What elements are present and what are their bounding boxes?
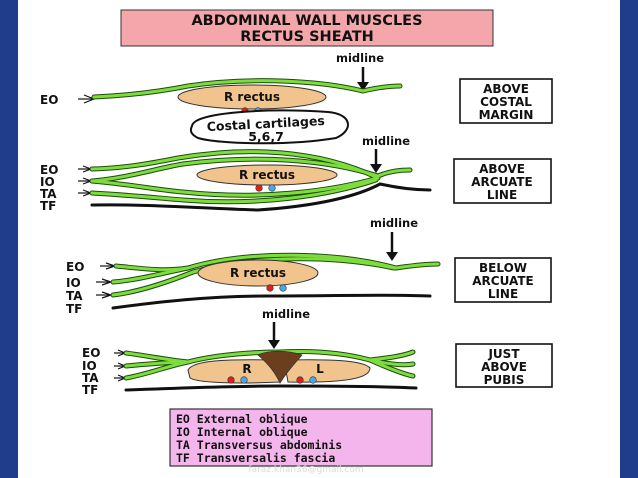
panel-above-arcuate-line: midline EO IO TA TF R rectus xyxy=(40,134,552,213)
rectus-muscle xyxy=(197,259,319,287)
midline-label: midline xyxy=(336,51,384,65)
midline-arrow xyxy=(268,322,280,349)
level-box-above-costal-margin: ABOVE COSTAL MARGIN xyxy=(459,78,553,124)
watermark: faraz.khan36@gmail.com xyxy=(248,465,363,475)
layer-label-eo: EO xyxy=(82,346,100,360)
panel-below-arcuate-line: midline EO IO TA TF R rectus BELO xyxy=(66,216,552,316)
midline-label: midline xyxy=(362,134,410,148)
layer-label-io: IO xyxy=(66,276,81,290)
level-line-2: ABOVE xyxy=(481,360,527,374)
panel-above-costal-margin: midline EO R rectus Costal cartilages 5,… xyxy=(40,51,553,145)
layer-label-ta: TA xyxy=(40,187,57,201)
layer-label-eo: EO xyxy=(66,260,84,274)
layer-label-ta: TA xyxy=(82,371,99,385)
epigastric-artery-left xyxy=(296,376,304,384)
level-line-2: ARCUATE xyxy=(471,175,532,189)
layer-label-io: IO xyxy=(82,359,97,373)
level-box-just-above-pubis: JUST ABOVE PUBIS xyxy=(455,343,553,388)
epigastric-vein xyxy=(268,184,276,192)
level-line-1: BELOW xyxy=(479,261,527,275)
layer-label-tf: TF xyxy=(82,383,98,397)
midline-arrow xyxy=(357,67,369,91)
rectus-label: R rectus xyxy=(239,168,295,182)
legend-item-eo: EO External oblique xyxy=(176,412,308,426)
rectus-muscle xyxy=(177,84,327,110)
title-line-2: RECTUS SHEATH xyxy=(240,29,373,45)
level-box-below-arcuate-line: BELOW ARCUATE LINE xyxy=(454,257,552,303)
layer-arrows xyxy=(114,349,127,382)
panel-just-above-pubis: midline EO IO TA TF xyxy=(82,307,553,397)
midline-arrow xyxy=(386,232,398,261)
layer-label-eo: EO xyxy=(40,163,58,177)
rectus-label: R rectus xyxy=(224,90,280,104)
legend-box: EO External oblique IO Internal oblique … xyxy=(169,408,433,475)
level-line-3: MARGIN xyxy=(479,108,534,122)
epigastric-artery-right xyxy=(227,376,235,384)
epigastric-artery xyxy=(266,284,274,292)
level-line-3: PUBIS xyxy=(484,373,525,387)
level-line-1: ABOVE xyxy=(479,162,525,176)
layer-label-ta: TA xyxy=(66,289,83,303)
midline-arrow xyxy=(370,149,382,173)
epigastric-artery xyxy=(255,184,263,192)
level-line-2: COSTAL xyxy=(480,95,532,109)
legend-item-ta: TA Transversus abdominis xyxy=(176,438,342,452)
layer-label-io: IO xyxy=(40,175,55,189)
legend-item-io: IO Internal oblique xyxy=(176,425,308,439)
legend-item-tf: TF Transversalis fascia xyxy=(176,451,335,465)
midline-label: midline xyxy=(370,216,418,230)
level-line-3: LINE xyxy=(487,188,517,202)
linea-alba xyxy=(257,350,303,384)
layer-label-tf: TF xyxy=(66,302,82,316)
epigastric-vein-right xyxy=(240,376,248,384)
epigastric-vein xyxy=(279,284,287,292)
midline-label: midline xyxy=(262,307,310,321)
layer-label-tf: TF xyxy=(40,199,56,213)
level-line-2: ARCUATE xyxy=(472,274,533,288)
layer-label-eo: EO xyxy=(40,93,58,107)
rectus-label-right: R xyxy=(242,362,251,376)
title-box: ABDOMINAL WALL MUSCLES RECTUS SHEATH xyxy=(120,9,494,47)
rectus-muscle xyxy=(196,164,338,186)
title-line-1: ABDOMINAL WALL MUSCLES xyxy=(191,13,422,29)
level-line-1: JUST xyxy=(487,347,520,361)
rectus-label: R rectus xyxy=(230,266,286,280)
rectus-label-left: L xyxy=(316,362,324,376)
rectus-muscle-left xyxy=(283,359,371,383)
rectus-sheath-diagram: ABDOMINAL WALL MUSCLES RECTUS SHEATH mid… xyxy=(40,9,553,475)
layer-arrows xyxy=(78,165,93,197)
costal-cartilages-label: Costal cartilages xyxy=(206,113,325,134)
costal-cartilages: Costal cartilages 5,6,7 xyxy=(189,109,349,145)
level-line-1: ABOVE xyxy=(483,82,529,96)
layer-arrow xyxy=(78,94,96,104)
sheath-layers xyxy=(89,149,432,212)
level-box-above-arcuate-line: ABOVE ARCUATE LINE xyxy=(453,158,552,204)
level-line-3: LINE xyxy=(488,287,518,301)
costal-cartilages-numbers: 5,6,7 xyxy=(248,129,284,144)
slide: ABDOMINAL WALL MUSCLES RECTUS SHEATH mid… xyxy=(18,0,620,478)
epigastric-vein-left xyxy=(309,376,317,384)
